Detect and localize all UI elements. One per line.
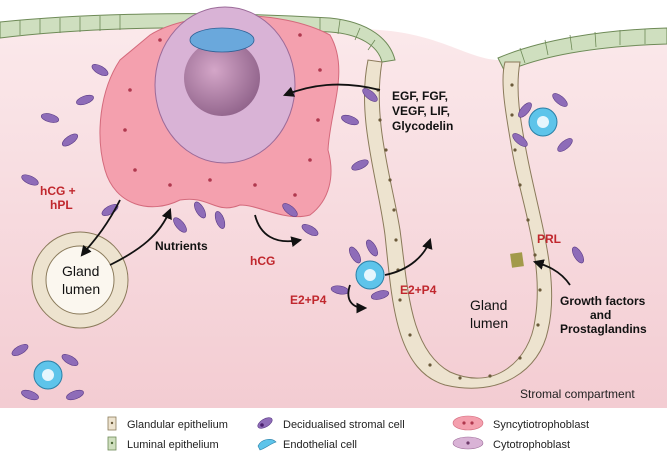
label-gland-lumen-right-1: Gland <box>470 297 507 313</box>
blastocyst-cavity <box>184 40 260 116</box>
label-hcg: hCG <box>250 254 275 268</box>
label-prl: PRL <box>537 232 561 246</box>
legend-glandular-icon <box>107 416 117 431</box>
decidual-cells <box>11 64 584 401</box>
luminal-cell-borders <box>19 15 646 64</box>
blood-vessel-middle <box>355 260 385 290</box>
label-hcg-hpl-2: hPL <box>50 198 73 212</box>
legend-decidual: Decidualised stromal cell <box>283 419 405 431</box>
legend-endothelial-icon <box>257 439 277 451</box>
legend-cyto-icon <box>452 436 484 450</box>
legend-endothelial: Endothelial cell <box>283 439 357 451</box>
legend: Glandular epithelium Luminal epithelium … <box>0 410 667 457</box>
syncytio-nuclei <box>123 33 322 197</box>
label-hcg-hpl-1: hCG + <box>40 184 76 198</box>
label-growth-2: VEGF, LIF, <box>392 104 450 118</box>
gland-left <box>31 231 129 329</box>
label-nutrients: Nutrients <box>155 239 208 253</box>
legend-glandular: Glandular epithelium <box>127 419 228 431</box>
legend-luminal: Luminal epithelium <box>127 439 219 451</box>
blood-vessel-right <box>528 107 558 137</box>
legend-syncytio-icon <box>452 415 484 431</box>
label-stromal-compartment: Stromal compartment <box>520 387 635 401</box>
label-e2p4-right: E2+P4 <box>400 283 437 297</box>
label-gf-prost-3: Prostaglandins <box>560 322 647 336</box>
label-e2p4-left: E2+P4 <box>290 293 327 307</box>
glandular-epithelium <box>363 59 553 389</box>
label-growth-3: Glycodelin <box>392 119 453 133</box>
inner-cell-mass <box>189 27 255 53</box>
label-gland-lumen-left-2: lumen <box>62 281 100 297</box>
gland-secretion-mark <box>510 252 524 268</box>
label-gland-lumen-left-1: Gland <box>62 263 99 279</box>
label-growth-1: EGF, FGF, <box>392 89 448 103</box>
legend-cyto: Cytotrophoblast <box>493 439 570 451</box>
legend-luminal-icon <box>107 436 117 451</box>
legend-syncytio: Syncytiotrophoblast <box>493 419 589 431</box>
blood-vessel-left <box>33 360 63 390</box>
legend-decidual-icon <box>257 417 273 429</box>
label-gf-prost-2: and <box>590 308 611 322</box>
luminal-epithelium-right <box>497 27 667 73</box>
label-gland-lumen-right-2: lumen <box>470 315 508 331</box>
signal-arrows <box>80 83 571 314</box>
label-gf-prost-1: Growth factors <box>560 294 646 308</box>
